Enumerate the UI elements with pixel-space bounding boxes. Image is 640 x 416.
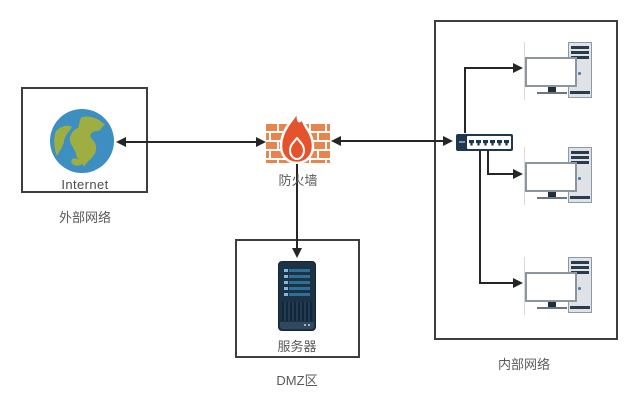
switch-port-panel xyxy=(467,136,511,149)
external-network-zone-label: 外部网络 xyxy=(58,210,112,225)
workstation-icon-2 xyxy=(524,147,594,205)
workstation-icon-3 xyxy=(524,257,594,315)
server-label: 服务器 xyxy=(277,339,317,354)
pc-monitor xyxy=(525,272,577,302)
firewall-label: 防火墙 xyxy=(278,173,318,188)
power-button-icon xyxy=(578,177,581,180)
dmz-zone-label: DMZ区 xyxy=(276,373,318,388)
globe-icon xyxy=(50,109,114,173)
ethernet-port-icon xyxy=(476,139,481,146)
ethernet-port-icon xyxy=(497,139,502,146)
power-button-icon xyxy=(578,287,581,290)
server-icon xyxy=(278,261,316,331)
ethernet-port-icon xyxy=(469,139,474,146)
pc-monitor xyxy=(525,57,577,87)
server-vent-grid xyxy=(282,302,312,321)
internal-network-zone-label: 内部网络 xyxy=(497,357,551,372)
server-drive-bays xyxy=(279,269,315,299)
ethernet-port-icon xyxy=(483,139,488,146)
workstation-icon-1 xyxy=(524,42,594,100)
ethernet-port-icon xyxy=(504,139,509,146)
switch-icon xyxy=(456,134,513,151)
internet-node-label: Internet xyxy=(61,177,109,192)
pc-monitor xyxy=(525,162,577,192)
server-base xyxy=(280,322,314,329)
power-button-icon xyxy=(578,72,581,75)
firewall-icon xyxy=(266,108,330,165)
switch-brand-mark xyxy=(459,141,465,143)
ethernet-port-icon xyxy=(490,139,495,146)
